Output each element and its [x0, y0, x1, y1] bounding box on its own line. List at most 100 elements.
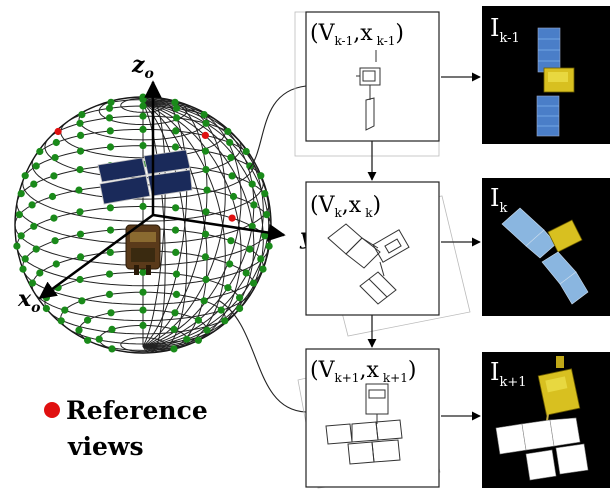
frame-box [305, 181, 440, 316]
z-axis-label: zo [131, 52, 154, 82]
view-point [202, 166, 210, 174]
view-point [48, 192, 57, 201]
x-axis-label: xo [17, 286, 40, 316]
view-point [106, 204, 114, 212]
view-point [257, 172, 265, 180]
reference-view-point [54, 127, 62, 136]
view-point [57, 317, 65, 325]
view-point [259, 265, 267, 273]
view-point [172, 204, 180, 212]
view-point [76, 275, 84, 284]
view-point [76, 166, 84, 174]
view-point [248, 222, 256, 230]
view-point [28, 279, 37, 287]
view-point [221, 317, 229, 325]
view-point [42, 304, 51, 313]
view-point [224, 127, 232, 136]
legend-line-2: views [67, 432, 144, 461]
view-point [139, 112, 147, 120]
view-point [95, 335, 103, 343]
view-point [15, 211, 23, 219]
y-axis-arrow [152, 213, 286, 242]
view-point [250, 201, 258, 209]
view-point [21, 255, 29, 263]
view-point [226, 260, 234, 268]
view-point [242, 269, 250, 277]
view-point [171, 309, 179, 317]
view-point [52, 260, 60, 268]
view-point [170, 325, 178, 333]
view-point [105, 114, 114, 122]
view-point [227, 237, 235, 245]
view-point [107, 98, 115, 106]
view-point [75, 326, 83, 334]
view-point [249, 279, 258, 287]
view-point [105, 104, 114, 112]
view-point [172, 270, 181, 278]
view-point [75, 186, 83, 194]
view-point [265, 242, 273, 250]
view-point [30, 180, 38, 188]
view-point [32, 162, 40, 170]
view-point [194, 336, 202, 344]
view-point [77, 253, 85, 261]
view-point [263, 211, 271, 219]
view-point [84, 336, 92, 344]
view-point [203, 186, 211, 194]
view-point [105, 290, 114, 298]
wireframe-satellite-icon [356, 50, 381, 131]
view-point [51, 154, 59, 162]
view-point [236, 304, 244, 313]
view-point [50, 214, 58, 222]
view-sphere: zo yo xo [13, 52, 322, 354]
longitude-line [142, 103, 242, 350]
view-point [227, 154, 235, 162]
view-point [172, 114, 181, 122]
object-axes [38, 80, 286, 300]
view-point [139, 268, 147, 276]
connector-bottom [217, 299, 307, 413]
view-point [106, 248, 114, 256]
view-point [201, 147, 210, 155]
view-point [50, 172, 58, 180]
view-point [21, 172, 29, 180]
view-point [107, 309, 115, 317]
view-point [78, 297, 86, 305]
reference-view-marker-icon [44, 402, 60, 418]
view-point [261, 232, 269, 240]
view-point [200, 297, 208, 305]
image-label: Ik [490, 184, 507, 216]
view-point [106, 143, 115, 151]
view-point [170, 345, 178, 353]
view-point [139, 306, 147, 314]
view-point [51, 237, 59, 245]
rendered-image-k-minus-1: Ik-1 [482, 6, 610, 144]
view-point [139, 142, 147, 150]
view-point [261, 190, 269, 198]
view-point [106, 226, 115, 234]
view-point [76, 147, 85, 155]
view-point [201, 253, 209, 261]
view-point [30, 222, 38, 230]
render-arrows [441, 72, 481, 421]
view-point [108, 345, 116, 353]
view-point [17, 232, 25, 240]
view-point [139, 321, 147, 329]
view-point [242, 147, 250, 156]
view-point [236, 294, 244, 302]
view-point [248, 180, 256, 188]
image-label: Ik+1 [490, 358, 527, 390]
view-point [105, 270, 114, 278]
view-point [217, 306, 225, 314]
view-point [201, 230, 210, 238]
rendered-image-k-plus-1: Ik+1 [482, 352, 610, 488]
view-point [202, 208, 210, 216]
view-point [36, 269, 44, 277]
view-point [28, 201, 36, 209]
